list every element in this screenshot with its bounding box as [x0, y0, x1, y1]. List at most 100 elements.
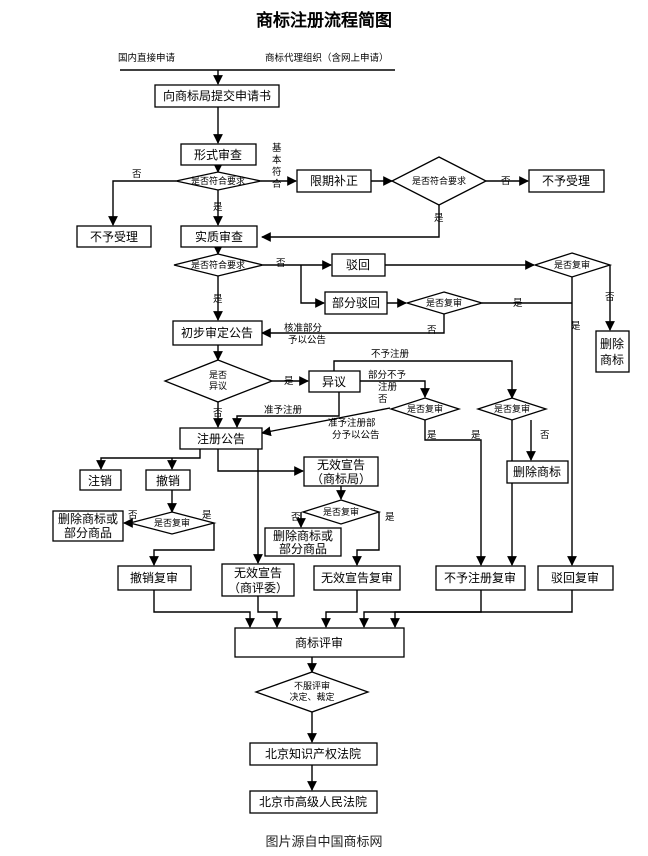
box-revoke-review-label: 撤销复审 [130, 570, 178, 585]
diamond-court-line2: 决定、裁定 [289, 691, 334, 703]
box-delete-or-partial-mid-line1: 删除商标或 [273, 528, 333, 543]
label-basic-3: 符 [272, 166, 282, 178]
box-formal-review: 形式审查 [180, 143, 257, 166]
diamond-partial-review: 是否复审 [404, 291, 485, 315]
diamond-refuse-review: 是否复审 [475, 397, 549, 421]
box-submit: 向商标局提交申请书 [154, 84, 280, 108]
box-ip-court: 北京知识产权法院 [249, 742, 378, 766]
diamond-substantive: 是否符合要求 [173, 253, 264, 277]
edge-labels: 否 基 本 符 合 否 是 是 否 是 否 是 是 否 核准部分 予以公告 是 … [128, 142, 615, 523]
diamond-correction: 是否符合要求 [390, 156, 488, 206]
box-revoke-review: 撤销复审 [117, 565, 192, 591]
label-no-substantive: 否 [276, 258, 286, 269]
box-not-accepted-right-label: 不予受理 [542, 174, 590, 188]
box-delete-or-partial-mid-line2: 部分商品 [279, 541, 327, 556]
box-revoke: 撤销 [145, 469, 191, 491]
box-partial-rejected: 部分驳回 [324, 291, 388, 315]
box-rejected: 驳回 [331, 253, 386, 277]
box-invalid-review-label: 无效宣告复审 [321, 570, 393, 585]
box-delete-mark-mid: 删除商标 [506, 460, 569, 484]
label-no-refuse-review: 否 [540, 430, 550, 441]
diamond-opposition-review: 是否复审 [388, 397, 462, 421]
label-no-opposition-review: 否 [378, 394, 388, 405]
box-delete-mark-right: 删除 商标 [595, 330, 630, 373]
box-invalid-tmo-line2: （商标局） [311, 471, 371, 486]
box-cancel-registration-label: 注销 [88, 473, 112, 488]
diamond-court-line1: 不服评审 [294, 680, 330, 692]
box-trab: 商标评审 [234, 627, 405, 658]
box-revoke-label: 撤销 [156, 473, 180, 488]
label-no-correction: 否 [501, 176, 511, 187]
box-formal-review-label: 形式审查 [194, 147, 242, 162]
box-cancel-registration: 注销 [79, 469, 122, 491]
label-direct: 国内直接申请 [118, 52, 176, 64]
diamond-revoke-review: 是否复审 [127, 511, 217, 535]
label-yes-revoke-review: 是 [202, 510, 212, 521]
diamond-invalid-review-label: 是否复审 [323, 506, 359, 518]
label-agency: 商标代理组织（含网上申请） [265, 52, 389, 64]
diamond-formal-label: 是否符合要求 [191, 175, 245, 187]
diamond-revoke-review-label: 是否复审 [154, 517, 190, 529]
diamond-invalid-review: 是否复审 [300, 499, 382, 525]
box-invalid-review: 无效宣告复审 [313, 565, 401, 591]
label-yes-partial-review: 是 [513, 298, 523, 309]
box-high-court: 北京市高级人民法院 [249, 790, 378, 814]
box-reject-review-label: 驳回复审 [551, 570, 599, 585]
label-not-registered: 不予注册 [371, 348, 410, 360]
diamond-opposition-line2: 异议 [209, 381, 227, 392]
box-substantive-review-label: 实质审查 [195, 229, 243, 244]
box-reject-review: 驳回复审 [537, 565, 614, 591]
label-yes-formal: 是 [213, 202, 223, 213]
page-title: 商标注册流程简图 [256, 11, 392, 31]
label-approved-part-reg-2: 分予以公告 [332, 429, 380, 441]
label-no-opposition: 否 [213, 408, 223, 419]
box-submit-label: 向商标局提交申请书 [163, 88, 271, 103]
diamond-refuse-review-label: 是否复审 [494, 403, 530, 415]
box-delete-or-partial-left-line1: 删除商标或 [58, 511, 118, 526]
box-not-accepted-right: 不予受理 [528, 169, 605, 193]
label-yes-invalid-review: 是 [385, 512, 395, 523]
diamond-formal: 是否符合要求 [175, 171, 262, 191]
box-invalid-trab: 无效宣告 （商评委） [221, 563, 295, 597]
label-approved-part-2: 予以公告 [288, 334, 326, 346]
box-delete-mark-right-line1: 删除 [600, 336, 624, 351]
box-registration-announcement: 注册公告 [179, 427, 263, 450]
box-trab-label: 商标评审 [295, 635, 343, 650]
connectors [96, 69, 615, 791]
label-no-formal: 否 [132, 169, 142, 180]
box-high-court-label: 北京市高级人民法院 [259, 794, 367, 809]
label-no-reject-review: 否 [605, 292, 615, 303]
box-invalid-trab-line2: （商评委） [228, 580, 288, 595]
label-basic-1: 基 [272, 142, 282, 154]
diamond-substantive-label: 是否符合要求 [191, 259, 245, 271]
diamond-reject-review: 是否复审 [532, 252, 613, 278]
box-delete-or-partial-left: 删除商标或 部分商品 [52, 510, 124, 542]
box-opposition: 异议 [308, 370, 361, 393]
box-invalid-tmo: 无效宣告 （商标局） [303, 456, 379, 487]
diamond-reject-review-label: 是否复审 [554, 259, 590, 271]
box-refuse-registration-review: 不予注册复审 [435, 565, 526, 591]
label-yes-refuse-review: 是 [471, 430, 481, 441]
box-substantive-review: 实质审查 [180, 225, 258, 248]
diamond-court: 不服评审 决定、裁定 [254, 671, 370, 713]
diamond-partial-review-label: 是否复审 [426, 297, 462, 309]
box-delete-mark-right-line2: 商标 [600, 352, 624, 367]
box-preliminary-announcement-label: 初步审定公告 [181, 325, 253, 340]
diamond-correction-label: 是否符合要求 [412, 175, 466, 187]
box-invalid-trab-line1: 无效宣告 [234, 565, 282, 580]
label-no-revoke-review: 否 [128, 510, 138, 521]
label-yes-opposition: 是 [284, 376, 294, 387]
box-refuse-registration-review-label: 不予注册复审 [444, 570, 516, 585]
label-approved-registration: 准予注册 [264, 404, 303, 416]
label-basic-2: 本 [272, 154, 282, 166]
box-registration-announcement-label: 注册公告 [197, 431, 245, 446]
image-caption: 图片源自中国商标网 [265, 835, 383, 850]
label-part-not-2: 注册 [378, 381, 398, 393]
box-correction: 限期补正 [296, 169, 372, 193]
box-correction-label: 限期补正 [310, 174, 358, 188]
label-approved-part-reg-1: 准予注册部 [328, 417, 376, 429]
label-approved-part-1: 核准部分 [284, 322, 323, 334]
label-basic-4: 合 [272, 178, 282, 190]
label-yes-correction: 是 [434, 213, 444, 224]
